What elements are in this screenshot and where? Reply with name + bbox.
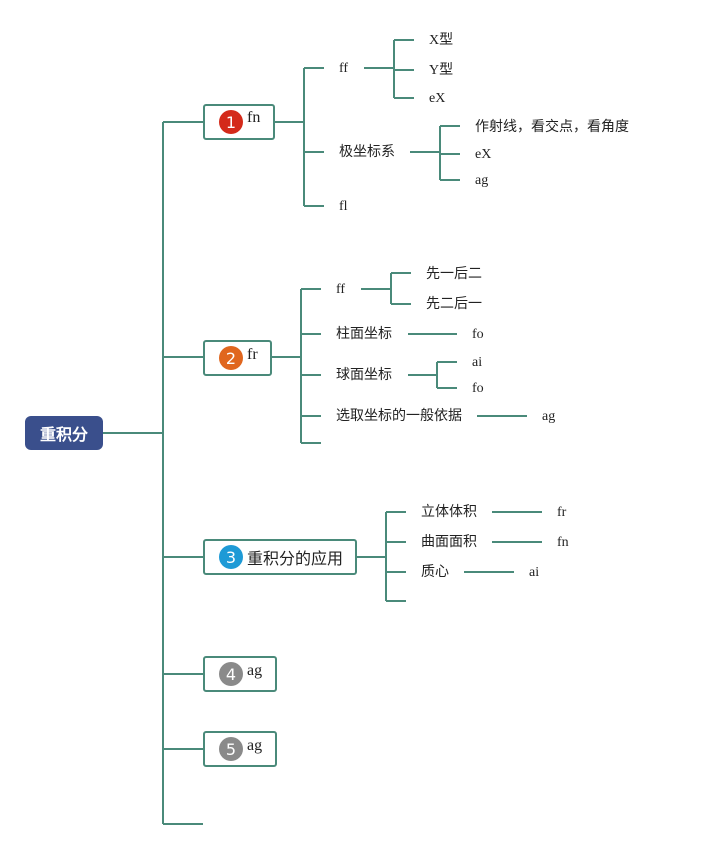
s2-c3-g2-label: fo [472, 381, 484, 396]
section-1-label: fn [247, 109, 261, 126]
section-3-node[interactable]: 3 重积分的应用 [203, 539, 357, 575]
s3-c1-g1-label: fr [557, 505, 567, 520]
number-badge-5: 5 [219, 737, 243, 761]
section-3-label: 重积分的应用 [247, 549, 344, 568]
section-2-node[interactable]: 2 fr [203, 340, 272, 376]
s1-c1-g1-label: X型 [429, 33, 454, 48]
s1-c2-label: 极坐标系 [339, 144, 395, 160]
s1-c2-g1-label: 作射线，看交点，看角度 [475, 119, 629, 135]
section-4-label: ag [247, 662, 263, 679]
s1-c3-label: fl [339, 199, 348, 214]
s3-c1-label: 立体体积 [421, 504, 477, 520]
s2-c4-g1-label: ag [542, 409, 556, 424]
number-badge-1: 1 [219, 110, 243, 134]
s3-c3-label: 质心 [421, 564, 449, 580]
s1-c1-label: ff [339, 61, 349, 76]
number-badge-2: 2 [219, 346, 243, 370]
root-node[interactable]: 重积分 [25, 416, 103, 450]
section-4-node[interactable]: 4 ag [203, 656, 277, 692]
number-badge-4: 4 [219, 662, 243, 686]
root-label: 重积分 [39, 425, 88, 444]
number-badge-3: 3 [219, 545, 243, 569]
section-2-label: fr [247, 346, 258, 363]
s3-c2-label: 曲面面积 [421, 534, 477, 550]
s1-c1-g3-label: eX [429, 91, 446, 106]
s3-c2-g1-label: fn [557, 535, 569, 550]
s2-c4-label: 选取坐标的一般依据 [336, 408, 462, 424]
s2-c1-g2-label: 先二后一 [426, 296, 482, 312]
section-1-node[interactable]: 1 fn [203, 104, 275, 140]
s1-c2-g2-label: eX [475, 147, 492, 162]
s3-c3-g1-label: ai [529, 565, 540, 580]
section-5-label: ag [247, 737, 263, 754]
s2-c3-g1-label: ai [472, 355, 483, 370]
s1-c2-g3-label: ag [475, 173, 489, 188]
s2-c1-g1-label: 先一后二 [426, 266, 482, 282]
section-5-node[interactable]: 5 ag [203, 731, 277, 767]
s2-c2-label: 柱面坐标 [336, 326, 392, 342]
s2-c2-g1-label: fo [472, 327, 484, 342]
s1-c1-g2-label: Y型 [429, 63, 454, 78]
s2-c1-label: ff [336, 282, 346, 297]
s2-c3-label: 球面坐标 [336, 367, 392, 383]
